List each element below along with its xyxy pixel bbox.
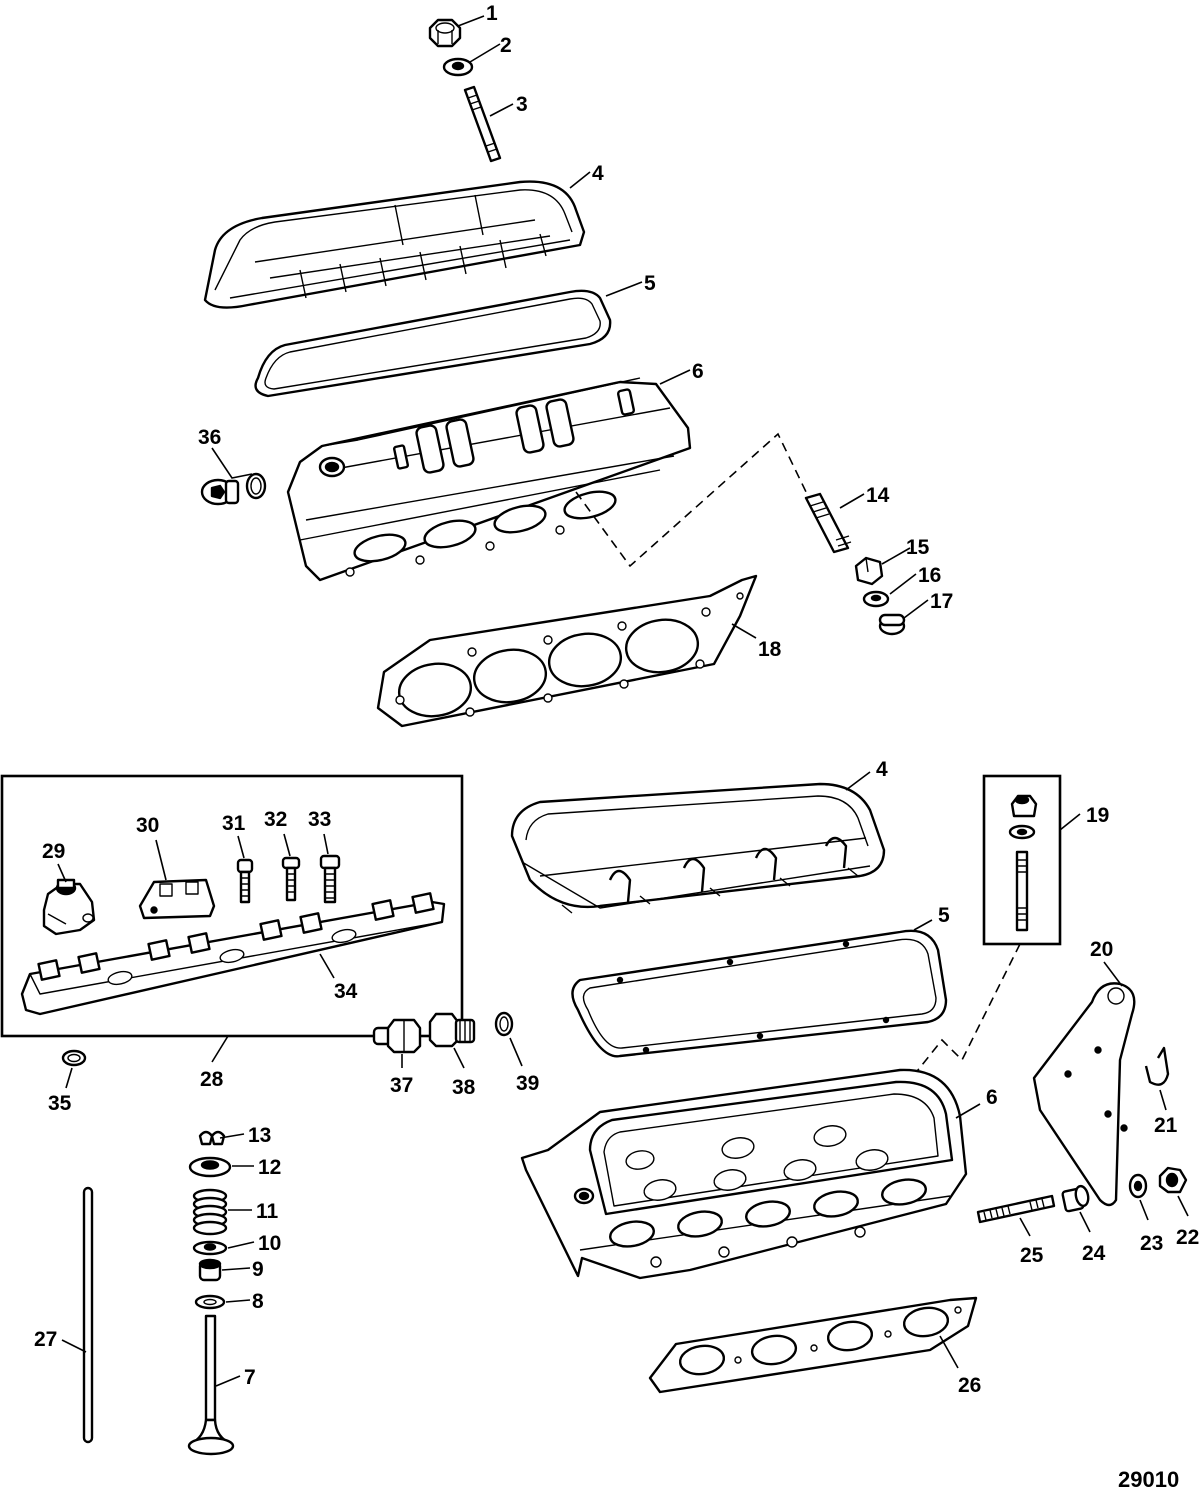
callout-28: 28 — [200, 1068, 224, 1091]
part-valve-cover-4-upper — [203, 180, 586, 309]
figure-number: 29010 — [1118, 1467, 1179, 1492]
callout-4-upper: 4 — [592, 162, 604, 185]
part-stud-3 — [463, 85, 502, 163]
part-fitting-38 — [428, 1012, 476, 1048]
callout-6-lower: 6 — [986, 1086, 998, 1109]
part-valve-retainer-12 — [188, 1156, 232, 1178]
callout-37: 37 — [390, 1074, 413, 1097]
callout-19: 19 — [1086, 804, 1109, 827]
callout-31: 31 — [222, 812, 246, 835]
part-fitting-37 — [372, 1018, 422, 1054]
part-stud-14 — [804, 492, 852, 554]
callout-9: 9 — [252, 1258, 264, 1281]
callout-5-upper: 5 — [644, 272, 656, 295]
part-exhaust-gasket-26 — [648, 1296, 978, 1394]
callout-16: 16 — [918, 564, 941, 587]
part-nut-1 — [428, 18, 462, 48]
part-clip-21 — [1144, 1046, 1170, 1086]
callout-11: 11 — [256, 1200, 279, 1223]
callout-33: 33 — [308, 808, 331, 831]
callout-18: 18 — [758, 638, 782, 661]
callout-23: 23 — [1140, 1232, 1163, 1255]
callout-2: 2 — [500, 34, 512, 57]
part-bolt-33 — [319, 854, 341, 904]
callout-labels: 1 2 3 4 5 6 36 14 15 16 17 18 29 30 31 3… — [34, 2, 1199, 1397]
part-bracket-20 — [1032, 982, 1136, 1207]
callout-29: 29 — [42, 840, 65, 863]
part-washer-23 — [1128, 1173, 1148, 1199]
part-head-gasket-18 — [376, 574, 758, 728]
callout-30: 30 — [136, 814, 159, 837]
stud-dashed-line-lower — [909, 943, 1021, 1081]
part-cylinder-head-6-lower — [520, 1068, 968, 1280]
callout-38: 38 — [452, 1076, 476, 1099]
callout-13: 13 — [248, 1124, 271, 1147]
part-plug-36 — [200, 472, 267, 506]
part-washer-35 — [61, 1049, 87, 1067]
callout-39: 39 — [516, 1072, 539, 1095]
part-valve-cover-4-lower — [510, 782, 886, 914]
callout-36: 36 — [198, 426, 221, 449]
part-o-ring-39 — [494, 1011, 514, 1037]
leader-lines — [57, 15, 1189, 1387]
callout-8: 8 — [252, 1290, 264, 1313]
stud-dashed-line-upper — [575, 432, 809, 568]
part-bolt-31 — [236, 858, 254, 904]
callout-34: 34 — [334, 980, 358, 1003]
callout-4-lower: 4 — [876, 758, 888, 781]
part-rocker-rail-34 — [20, 892, 446, 1016]
part-washer-8 — [194, 1294, 226, 1310]
callout-32: 32 — [264, 808, 287, 831]
callout-5-lower: 5 — [938, 904, 950, 927]
part-gasket-5-lower — [571, 929, 948, 1058]
part-nut-17 — [878, 613, 906, 636]
callout-3: 3 — [516, 93, 528, 116]
callout-7: 7 — [244, 1366, 256, 1389]
rocker-kit-box — [0, 774, 464, 1038]
part-nut-15 — [854, 556, 884, 586]
part-rocker-pedestal-30 — [138, 878, 216, 920]
callout-15: 15 — [906, 536, 930, 559]
callout-14: 14 — [866, 484, 890, 507]
part-washer-2 — [442, 57, 474, 77]
part-rocker-arm-29 — [42, 878, 96, 936]
callout-21: 21 — [1154, 1114, 1178, 1137]
part-shim-10 — [192, 1240, 228, 1256]
callout-10: 10 — [258, 1232, 281, 1255]
part-gasket-5-upper — [254, 289, 612, 398]
part-cylinder-head-6-upper — [286, 377, 692, 582]
callout-25: 25 — [1020, 1244, 1044, 1267]
part-stud-kit-19 — [1008, 794, 1038, 932]
part-bolt-32 — [281, 856, 301, 902]
callout-12: 12 — [258, 1156, 281, 1179]
stud-kit-box — [982, 774, 1062, 946]
callout-27: 27 — [34, 1328, 57, 1351]
callout-1: 1 — [486, 2, 498, 25]
part-bolt-25 — [976, 1194, 1056, 1224]
part-nut-22 — [1158, 1166, 1188, 1194]
part-valve-spring-11 — [192, 1188, 228, 1236]
part-valve-seal-9 — [198, 1258, 222, 1282]
callout-17: 17 — [930, 590, 953, 613]
callout-22: 22 — [1176, 1226, 1199, 1249]
part-valve-keepers-13 — [198, 1130, 226, 1146]
part-valve-7 — [187, 1314, 235, 1456]
part-washer-16 — [862, 590, 890, 608]
callout-6-upper: 6 — [692, 360, 704, 383]
callout-35: 35 — [48, 1092, 72, 1115]
callout-20: 20 — [1090, 938, 1113, 961]
callout-24: 24 — [1082, 1242, 1106, 1265]
part-push-rod-27 — [82, 1186, 94, 1444]
part-spacer-24 — [1061, 1184, 1090, 1213]
callout-26: 26 — [958, 1374, 981, 1397]
